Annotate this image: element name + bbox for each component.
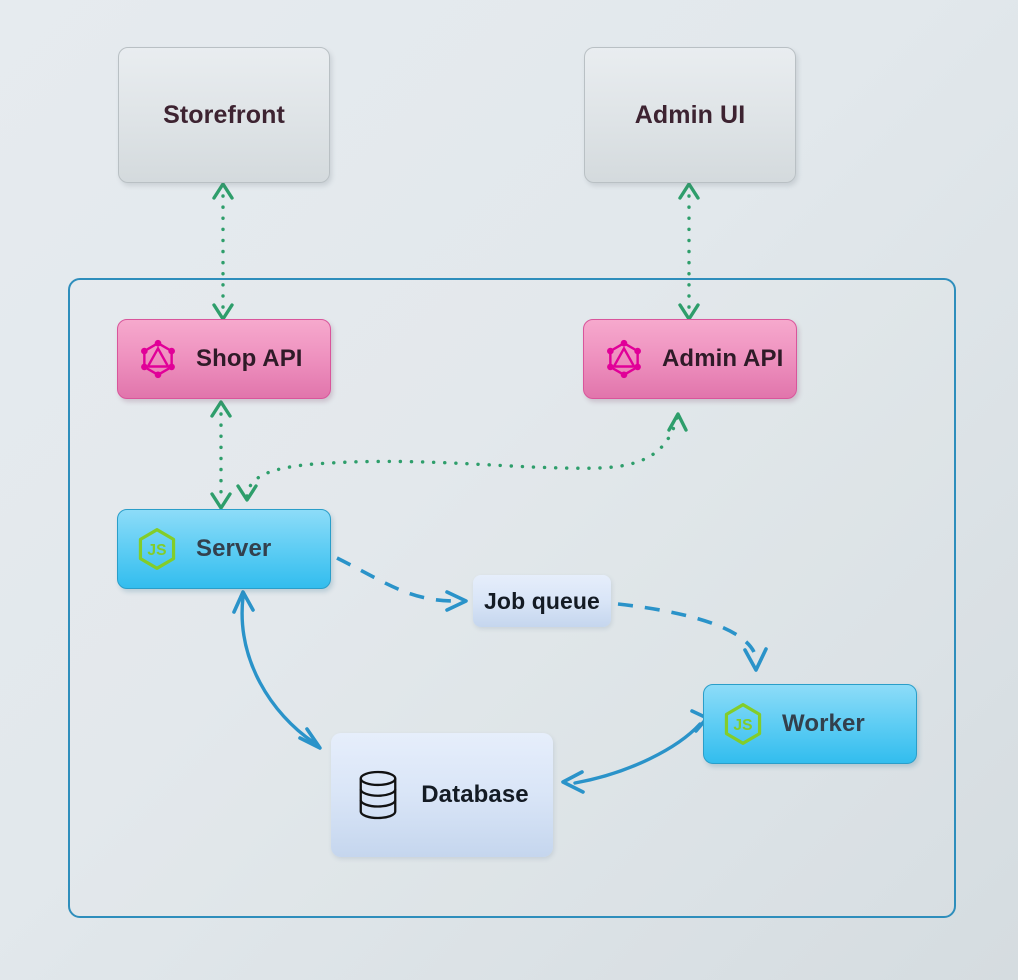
node-admin-ui-label: Admin UI: [634, 100, 746, 129]
graphql-icon: [141, 339, 175, 379]
graphql-icon: [607, 339, 641, 379]
svg-text:JS: JS: [733, 717, 752, 734]
node-admin-api[interactable]: Admin API: [583, 319, 797, 399]
node-server-label: Server: [196, 535, 272, 562]
node-storefront[interactable]: Storefront: [118, 47, 330, 183]
node-storefront-label: Storefront: [163, 100, 285, 129]
node-database[interactable]: Database: [331, 733, 553, 857]
svg-text:JS: JS: [147, 542, 166, 559]
node-shop-api-label: Shop API: [196, 345, 303, 372]
nodejs-icon: JS: [724, 703, 762, 745]
node-database-label: Database: [421, 781, 529, 808]
nodejs-icon: JS: [138, 528, 176, 570]
node-worker-label: Worker: [782, 710, 865, 737]
node-job-queue-label: Job queue: [484, 587, 600, 614]
node-server[interactable]: JS Server: [117, 509, 331, 589]
node-admin-ui[interactable]: Admin UI: [584, 47, 796, 183]
node-admin-api-label: Admin API: [662, 345, 784, 372]
node-job-queue[interactable]: Job queue: [473, 575, 611, 627]
node-shop-api[interactable]: Shop API: [117, 319, 331, 399]
database-cylinder-icon: [359, 770, 397, 820]
node-worker[interactable]: JS Worker: [703, 684, 917, 764]
